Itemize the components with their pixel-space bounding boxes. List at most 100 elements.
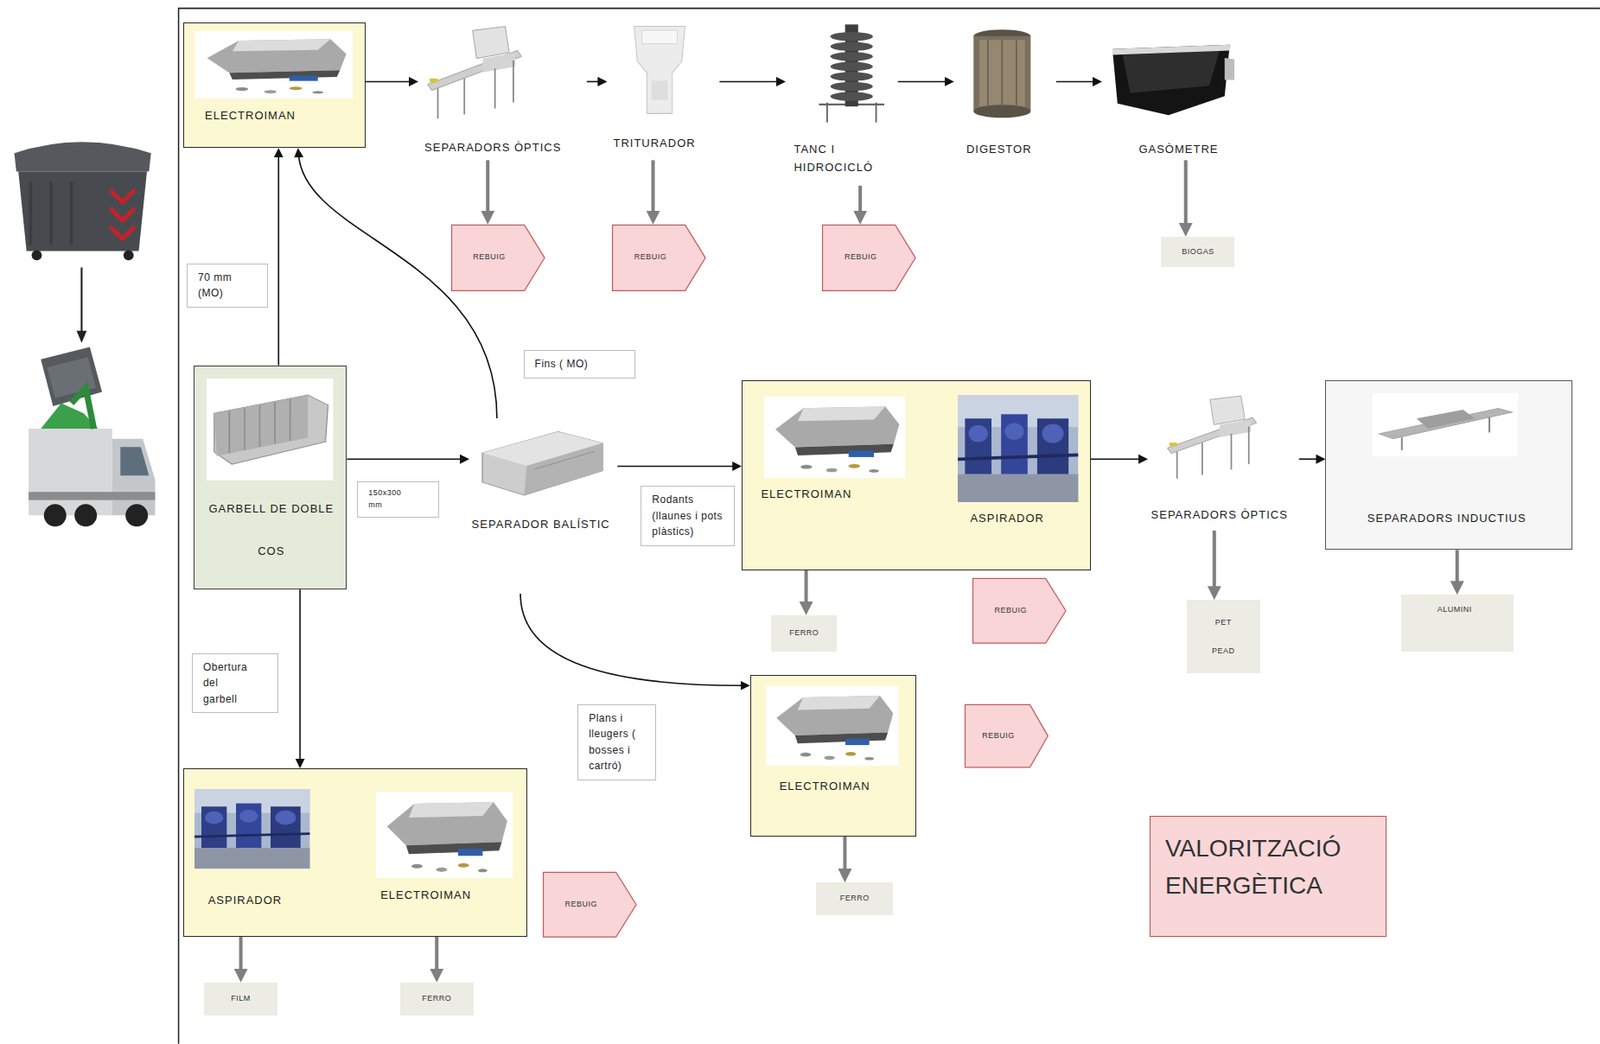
rect-part [1037,418,1069,474]
equipment-group: ELECTROIMAN ASPIRADOR [741,380,1091,571]
ellipse-part [264,90,278,95]
optical-separator: SEPARADORS ÒPTICS [1147,392,1300,530]
output-tag: FERRO [771,615,837,652]
ellipse-part [800,752,811,758]
text-holder: ASPIRADOR [969,511,1080,526]
node-label: SEPARADORS ÒPTICS [424,140,582,155]
ellipse-part [826,468,838,473]
output-tag: ALUMINI [1401,594,1514,652]
equipment-icon [194,31,353,99]
edge-label: Fins ( MO) [535,356,627,373]
equipment-icon [423,22,526,123]
rect-part [765,686,899,766]
path-part [71,388,95,429]
shredder: TRITURADOR [606,22,720,160]
circle-part [44,503,67,527]
rect-part [979,39,1026,108]
reject-tag: REBUIG [972,578,1067,644]
equipment-icon [1163,392,1261,483]
path-part [795,444,894,456]
circle-part [1042,423,1065,443]
rect-part [270,807,301,849]
rect-part [376,791,513,879]
tag-label: PET PEAD [1205,608,1241,665]
edge-label-box: 150x300 mm [356,481,439,518]
text-holder: BIOGAS [1160,236,1235,268]
node-label: ELECTROIMAN [380,888,516,903]
circle-part [968,424,989,442]
output-tag: FERRO [400,982,474,1016]
flow-arrow [719,81,778,83]
circle-part [275,810,297,826]
rect-part [1168,443,1177,447]
path-part [408,802,494,818]
node-label: ELECTROIMAN [760,487,904,502]
ellipse-part [845,752,856,757]
path-part [1166,418,1256,455]
node-label: TRITURADOR [612,136,714,151]
tank-hydrocyclone: TANC I HIDROCICLÓ [785,22,899,186]
text-holder: ELECTROIMAN [380,888,516,903]
path-part [229,70,341,81]
rect-part [458,848,483,856]
edge-label: Rodants (llaunes i pots plàstics) [651,491,724,541]
text-holder: REBUIG [542,872,620,938]
text-holder: PET PEAD [1186,599,1261,674]
line-part [1488,417,1491,434]
flow-arrow [617,465,734,468]
circle-part [74,503,97,527]
node-label: ALUMINI [1401,605,1509,615]
text-holder: FERRO [400,982,474,1016]
node-label: TANC I HIDROCICLÓ [793,140,891,178]
text-holder: GARBELL DE DOBLE COS [203,487,340,574]
path-part [1219,420,1251,439]
text-holder: SEPARADORS ÒPTICS [1151,508,1295,523]
circle-part [125,503,148,527]
rect-part [973,36,1031,112]
equipment-icon [376,791,513,879]
ellipse-part [830,71,874,81]
path-part [1415,409,1475,429]
edge-label-box: Fins ( MO) [523,350,637,379]
edge-label: 70 mm (MO) [197,269,249,302]
tag-label: REBUIG [565,899,599,910]
flow-arrow [1056,81,1095,83]
path-part [18,172,147,252]
text-holder: TRITURADOR [612,136,714,151]
ellipse-part [830,91,874,101]
reject-tag: REBUIG [611,224,707,292]
tag-label: REBUIG [981,731,1015,741]
rect-part [845,739,870,746]
reject-tag: REBUIG [542,872,638,938]
ballistic-separator: SEPARADOR BALÍSTIC [469,418,618,594]
tag-label: REBUIG [472,252,506,262]
output-tag: BIOGAS [1160,236,1235,268]
rect-part [1000,414,1028,474]
node-label: SEPARADOR BALÍSTIC [469,503,612,546]
flow-arrow [485,159,490,214]
path-part [797,406,886,421]
flow-arrow [346,458,462,460]
path-part [214,395,329,465]
vacuum-separator: ASPIRADOR [955,391,1086,530]
node-label: ELECTROIMAN [204,108,358,123]
optical-separator: SEPARADORS ÒPTICS [418,22,587,160]
gasometer: GASÒMETRE [1102,22,1245,160]
rect-part [848,450,874,458]
path-part [76,331,88,344]
reject-tag: REBUIG [451,224,546,292]
ellipse-part [235,87,249,91]
ellipse-part [830,31,874,41]
waste-container [14,141,152,261]
magnet: ELECTROIMAN [369,786,522,919]
text-holder: ELECTROIMAN [779,779,912,794]
line-part [1248,427,1250,466]
edge-label-box: Obertura del garbell [191,653,279,714]
ellipse-part [478,868,488,873]
path-part [1224,57,1236,80]
equipment-icon [957,395,1078,503]
text-holder: GASÒMETRE [1138,142,1240,157]
flow-arrow [586,81,600,83]
line-part [875,102,878,123]
node-label: ASPIRADOR [969,511,1080,526]
